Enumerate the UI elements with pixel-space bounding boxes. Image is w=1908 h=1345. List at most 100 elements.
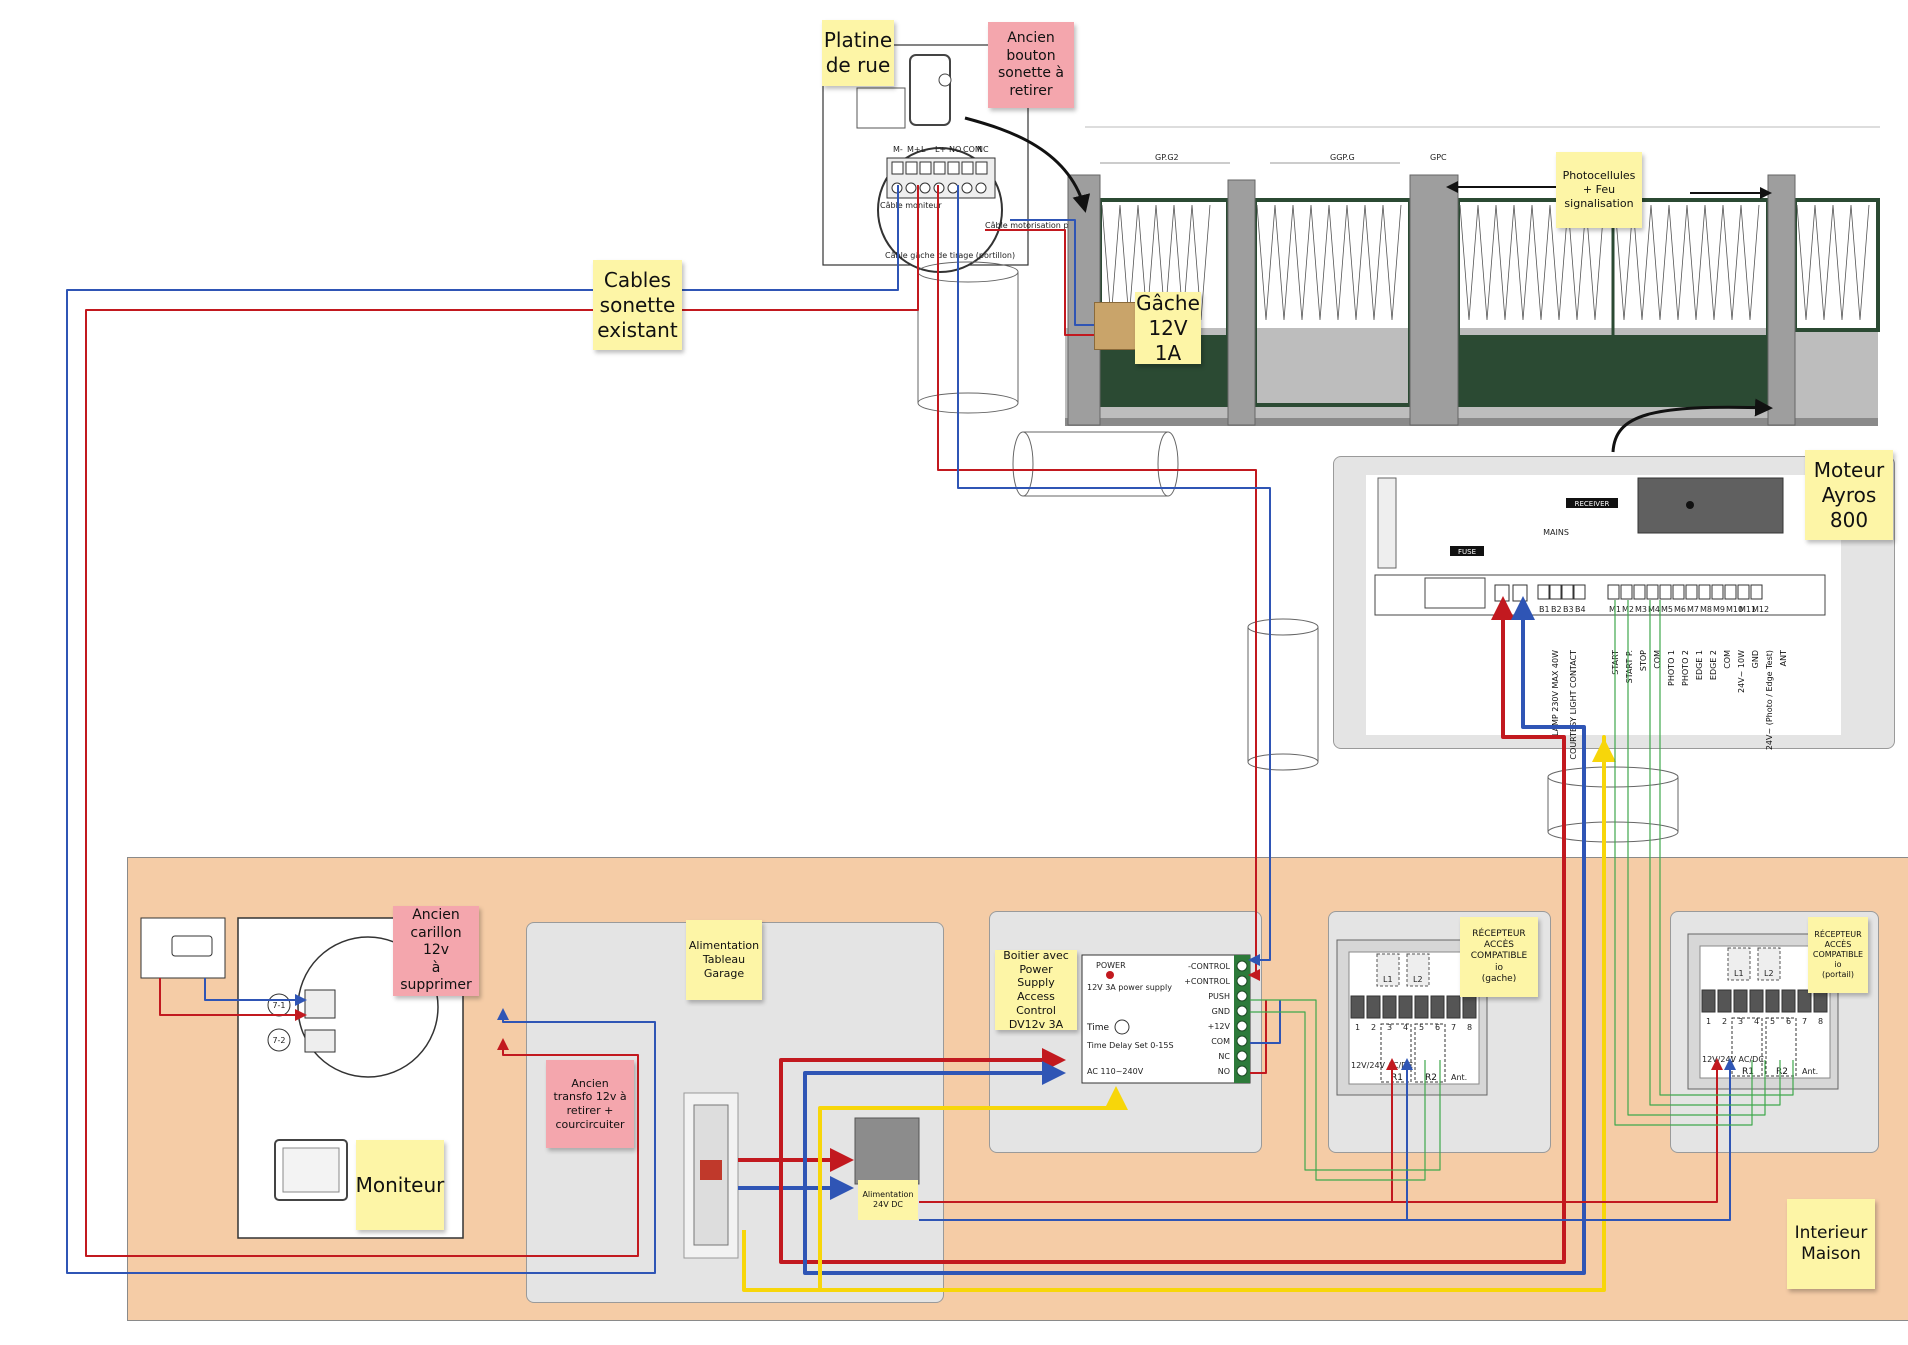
cable-moniteur-label: Câble moniteur [880, 201, 942, 210]
receiver-terminal [1350, 995, 1365, 1019]
motor-terminal [1711, 584, 1724, 600]
receiver-r1-label: R1 [1742, 1067, 1754, 1077]
motor-terminal [1633, 584, 1646, 600]
motor-terminal-function: EDGE 2 [1709, 650, 1718, 680]
psu-terminal-label: NO [1218, 1067, 1230, 1076]
motor-terminal-label: M11 [1739, 605, 1756, 614]
note-recepteur-portail: RÉCEPTEUR ACCÈS COMPATIBLE io (portail) [1808, 917, 1868, 993]
note-ancien-bouton: Ancien bouton sonette à retirer [988, 22, 1074, 108]
receiver-terminal [1765, 989, 1780, 1013]
motor-terminal-label: M12 [1752, 605, 1769, 614]
motor-terminal [1685, 584, 1698, 600]
receiver-r2-label: R2 [1425, 1073, 1437, 1083]
chime-label-72: 7-2 [272, 1036, 285, 1045]
platine-terminal-label: COM [963, 145, 982, 154]
motor-terminal-label: M4 [1648, 605, 1660, 614]
platine-terminal [933, 161, 946, 175]
cable-moto-label: Câble motorisation portail [985, 221, 1089, 230]
receiver-pin-label: 5 [1419, 1023, 1424, 1032]
receiver-pin-label: 6 [1435, 1023, 1440, 1032]
platine-terminal-label: M+ [907, 145, 921, 154]
receiver-terminal [1398, 995, 1413, 1019]
receiver-supply-label: 12V/24V AC/DC [1702, 1055, 1764, 1064]
receiver-pin-label: 4 [1754, 1017, 1759, 1026]
motor-terminal-label: M9 [1713, 605, 1725, 614]
platine-terminal [905, 161, 918, 175]
platine-screw [919, 182, 931, 194]
platine-screw [905, 182, 917, 194]
note-moteur-ayros: Moteur Ayros 800 [1805, 450, 1893, 540]
fuse-label: FUSE [1458, 548, 1476, 556]
note-ancien-carillon: Ancien carillon 12v à supprimer [393, 906, 479, 996]
motor-terminal [1724, 584, 1737, 600]
note-alimentation-tableau: Alimentation Tableau Garage [686, 920, 762, 1000]
motor-terminal [1573, 584, 1586, 600]
platine-screw [947, 182, 959, 194]
motor-terminal [1549, 584, 1562, 600]
receiver-terminal [1749, 989, 1764, 1013]
platine-terminal-label: L- [921, 145, 928, 154]
receiver-terminal [1366, 995, 1381, 1019]
receiver-terminal [1414, 995, 1429, 1019]
motor-terminal [1646, 584, 1659, 600]
psu-delay-label: Time Delay Set 0-15S [1086, 1041, 1174, 1050]
receiver-pin-label: 2 [1371, 1023, 1376, 1032]
breaker-drawing [683, 1092, 739, 1259]
platine-terminal [891, 161, 904, 175]
psu-terminal-label: COM [1211, 1037, 1230, 1046]
mains-label: MAINS [1543, 528, 1569, 537]
receiver-terminal [1462, 995, 1477, 1019]
gate-bar [1614, 204, 1760, 321]
motor-terminal [1561, 584, 1574, 600]
note-photocellules: Photocellules + Feu signalisation [1556, 152, 1642, 228]
motor-terminal [1698, 584, 1711, 600]
motor-terminal [1672, 584, 1685, 600]
receiver-l1-label: L1 [1734, 969, 1744, 978]
motor-terminal [1659, 584, 1672, 600]
psu-terminal [1236, 1050, 1248, 1062]
platine-terminal-label: NO [949, 145, 961, 154]
gate-dim-3: GPC [1430, 153, 1447, 162]
motor-terminal [1737, 584, 1750, 600]
platine-terminal-label: M- [893, 145, 903, 154]
note-interieur-maison: Interieur Maison [1787, 1199, 1875, 1289]
note-boitier-power-supply: Boitier avec Power Supply Access Control… [995, 949, 1077, 1031]
platine-terminal [947, 161, 960, 175]
motor-terminal-function: 24V~ (Photo / Edge Test) [1765, 650, 1774, 750]
receiver-terminal [1797, 989, 1812, 1013]
motor-terminal-label: M8 [1700, 605, 1712, 614]
receiver-pin-label: 7 [1451, 1023, 1456, 1032]
receiver-terminal [1446, 995, 1461, 1019]
psu-terminal [1236, 1065, 1248, 1077]
receiver-pin-label: 8 [1467, 1023, 1472, 1032]
note-moniteur: Moniteur [356, 1140, 444, 1230]
motor-terminal-function: COURTESY LIGHT CONTACT [1569, 650, 1578, 760]
chime-label-71: 7-1 [272, 1001, 285, 1010]
motor-terminal-label: M6 [1674, 605, 1686, 614]
psu-terminal [1236, 1035, 1248, 1047]
motor-terminal [1750, 584, 1763, 600]
psu-terminal [1236, 975, 1248, 987]
psu-ac-label: AC 110~240V [1087, 1067, 1144, 1076]
platine-screw [975, 182, 987, 194]
psu-terminal-label: -CONTROL [1188, 962, 1230, 971]
psu-terminal [1236, 1020, 1248, 1032]
receiver-terminal [1430, 995, 1445, 1019]
wires [66, 116, 1794, 1292]
mains-terminal [1512, 584, 1528, 602]
receiver-terminal [1781, 989, 1796, 1013]
note-gache: Gâche 12V 1A [1135, 290, 1201, 365]
receiver-pin-label: 6 [1786, 1017, 1791, 1026]
receiver-pin-label: 4 [1403, 1023, 1408, 1032]
strike-image [1094, 302, 1136, 350]
motor-terminal-function: GND [1751, 650, 1760, 668]
platine-terminal [919, 161, 932, 175]
platine-terminal [961, 161, 974, 175]
receiver-pin-label: 2 [1722, 1017, 1727, 1026]
psu-terminal-label: +12V [1208, 1022, 1231, 1031]
motor-terminal-label: B2 [1551, 605, 1562, 614]
motor-terminal-function: LAMP 230V MAX 40W [1551, 650, 1560, 736]
platine-terminal [975, 161, 988, 175]
receiver-pin-label: 5 [1770, 1017, 1775, 1026]
